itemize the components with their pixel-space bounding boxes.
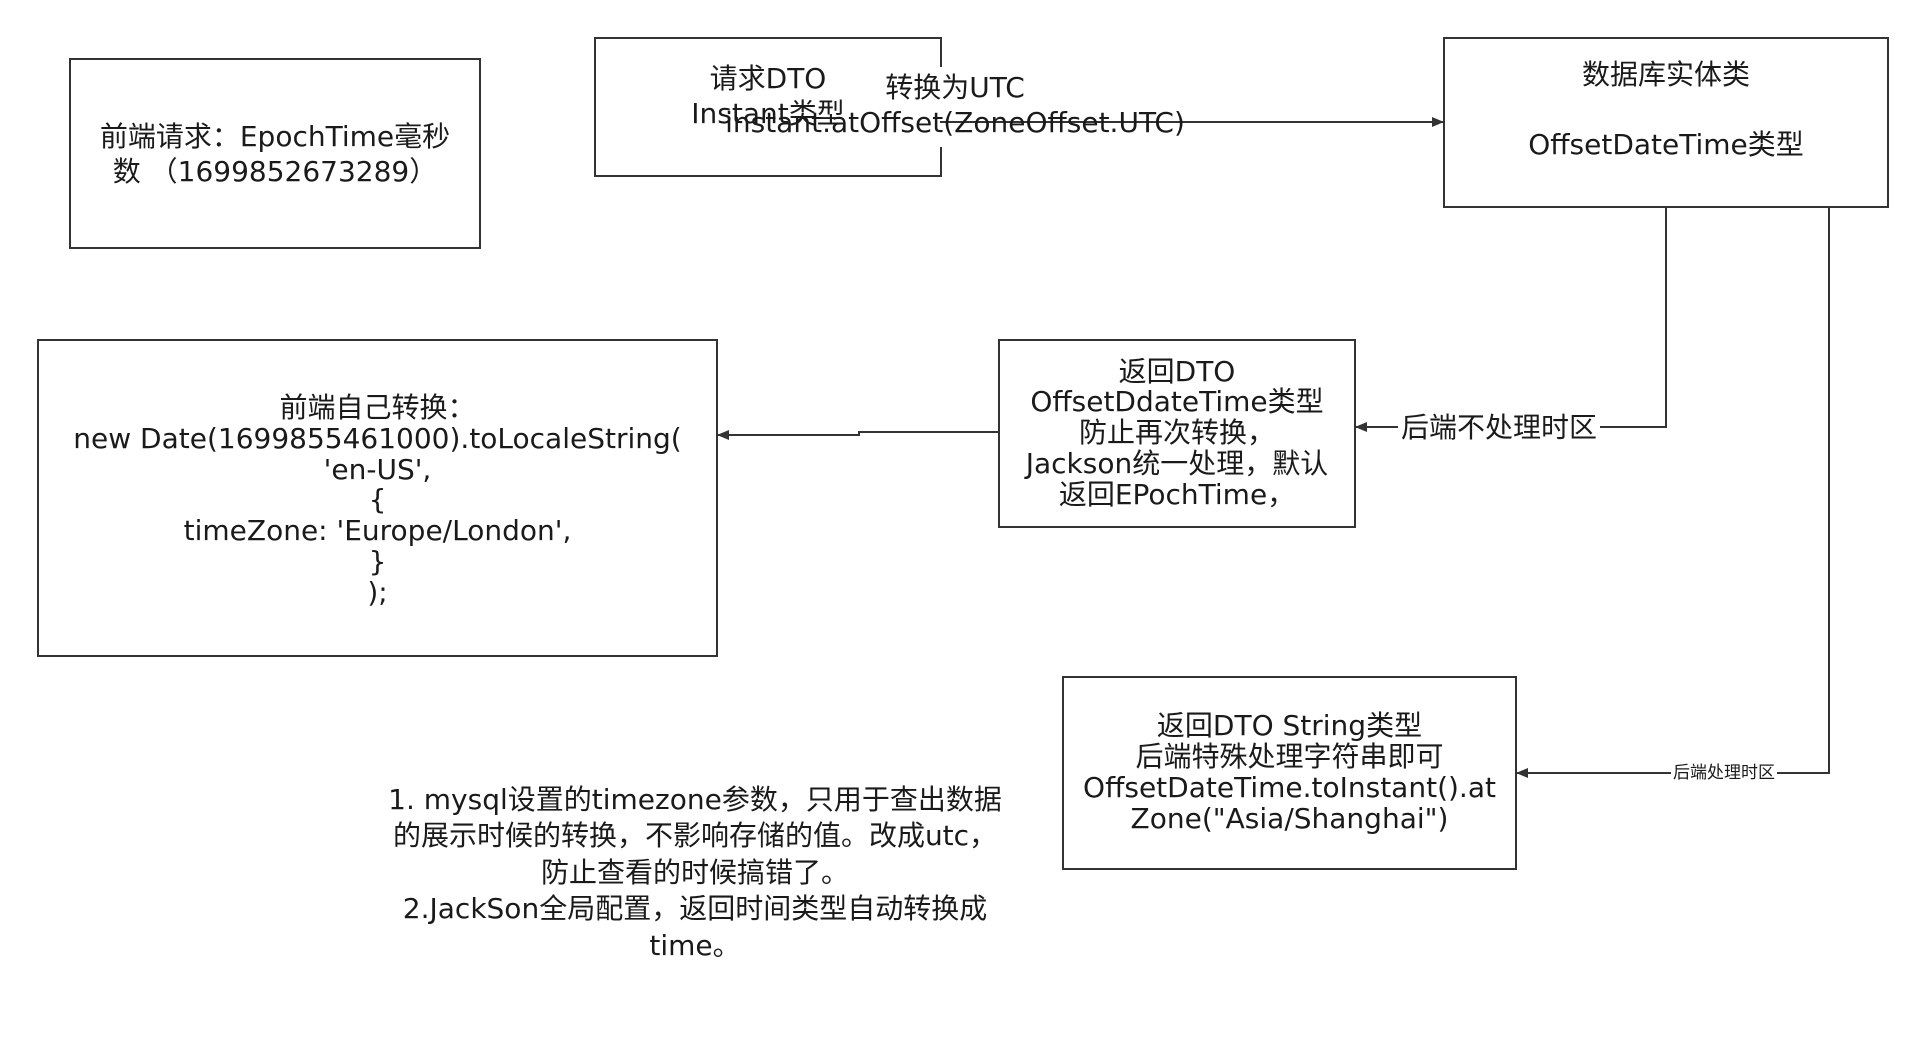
edge-entity-to-offset-dto — [1355, 208, 1667, 432]
request-dto-right-stub-top — [940, 37, 942, 67]
edge-label-backend-no-tz: 后端不处理时区 — [1398, 410, 1601, 445]
frontend-request-box: 前端请求：EpochTime毫秒 数 （1699852673289） — [69, 58, 481, 249]
frontend-convert-text: 前端自己转换： new Date(1699855461000).toLocale… — [73, 391, 682, 609]
frontend-convert-box: 前端自己转换： new Date(1699855461000).toLocale… — [37, 339, 718, 657]
edge-entity-to-string-dto — [1516, 208, 1830, 778]
edge-label-to-utc: 转换为UTC instant.atOffset(ZoneOffset.UTC) — [725, 71, 1185, 139]
return-dto-offset-text: 返回DTO OffsetDdateTime类型 防止再次转换， Jackson统… — [1025, 354, 1329, 511]
frontend-request-text: 前端请求：EpochTime毫秒 数 （1699852673289） — [99, 119, 451, 188]
request-dto-box: 请求DTO Instant类型 — [594, 37, 942, 177]
db-entity-text: 数据库实体类 OffsetDateTime类型 — [1528, 58, 1804, 161]
edge-offset-dto-to-frontend — [717, 430, 998, 440]
return-dto-offset-box: 返回DTO OffsetDdateTime类型 防止再次转换， Jackson统… — [998, 339, 1356, 528]
return-dto-string-text: 返回DTO String类型 后端特殊处理字符串即可 OffsetDateTim… — [1083, 709, 1496, 835]
request-dto-text: 请求DTO Instant类型 — [691, 62, 845, 130]
db-entity-box: 数据库实体类 OffsetDateTime类型 — [1443, 37, 1889, 208]
edge-label-backend-tz: 后端处理时区 — [1671, 763, 1777, 784]
return-dto-string-box: 返回DTO String类型 后端特殊处理字符串即可 OffsetDateTim… — [1062, 676, 1517, 870]
bottom-note: 1. mysql设置的timezone参数，只用于查出数据 的展示时候的转换，不… — [388, 783, 1002, 962]
request-dto-right-stub-bottom — [940, 147, 942, 177]
